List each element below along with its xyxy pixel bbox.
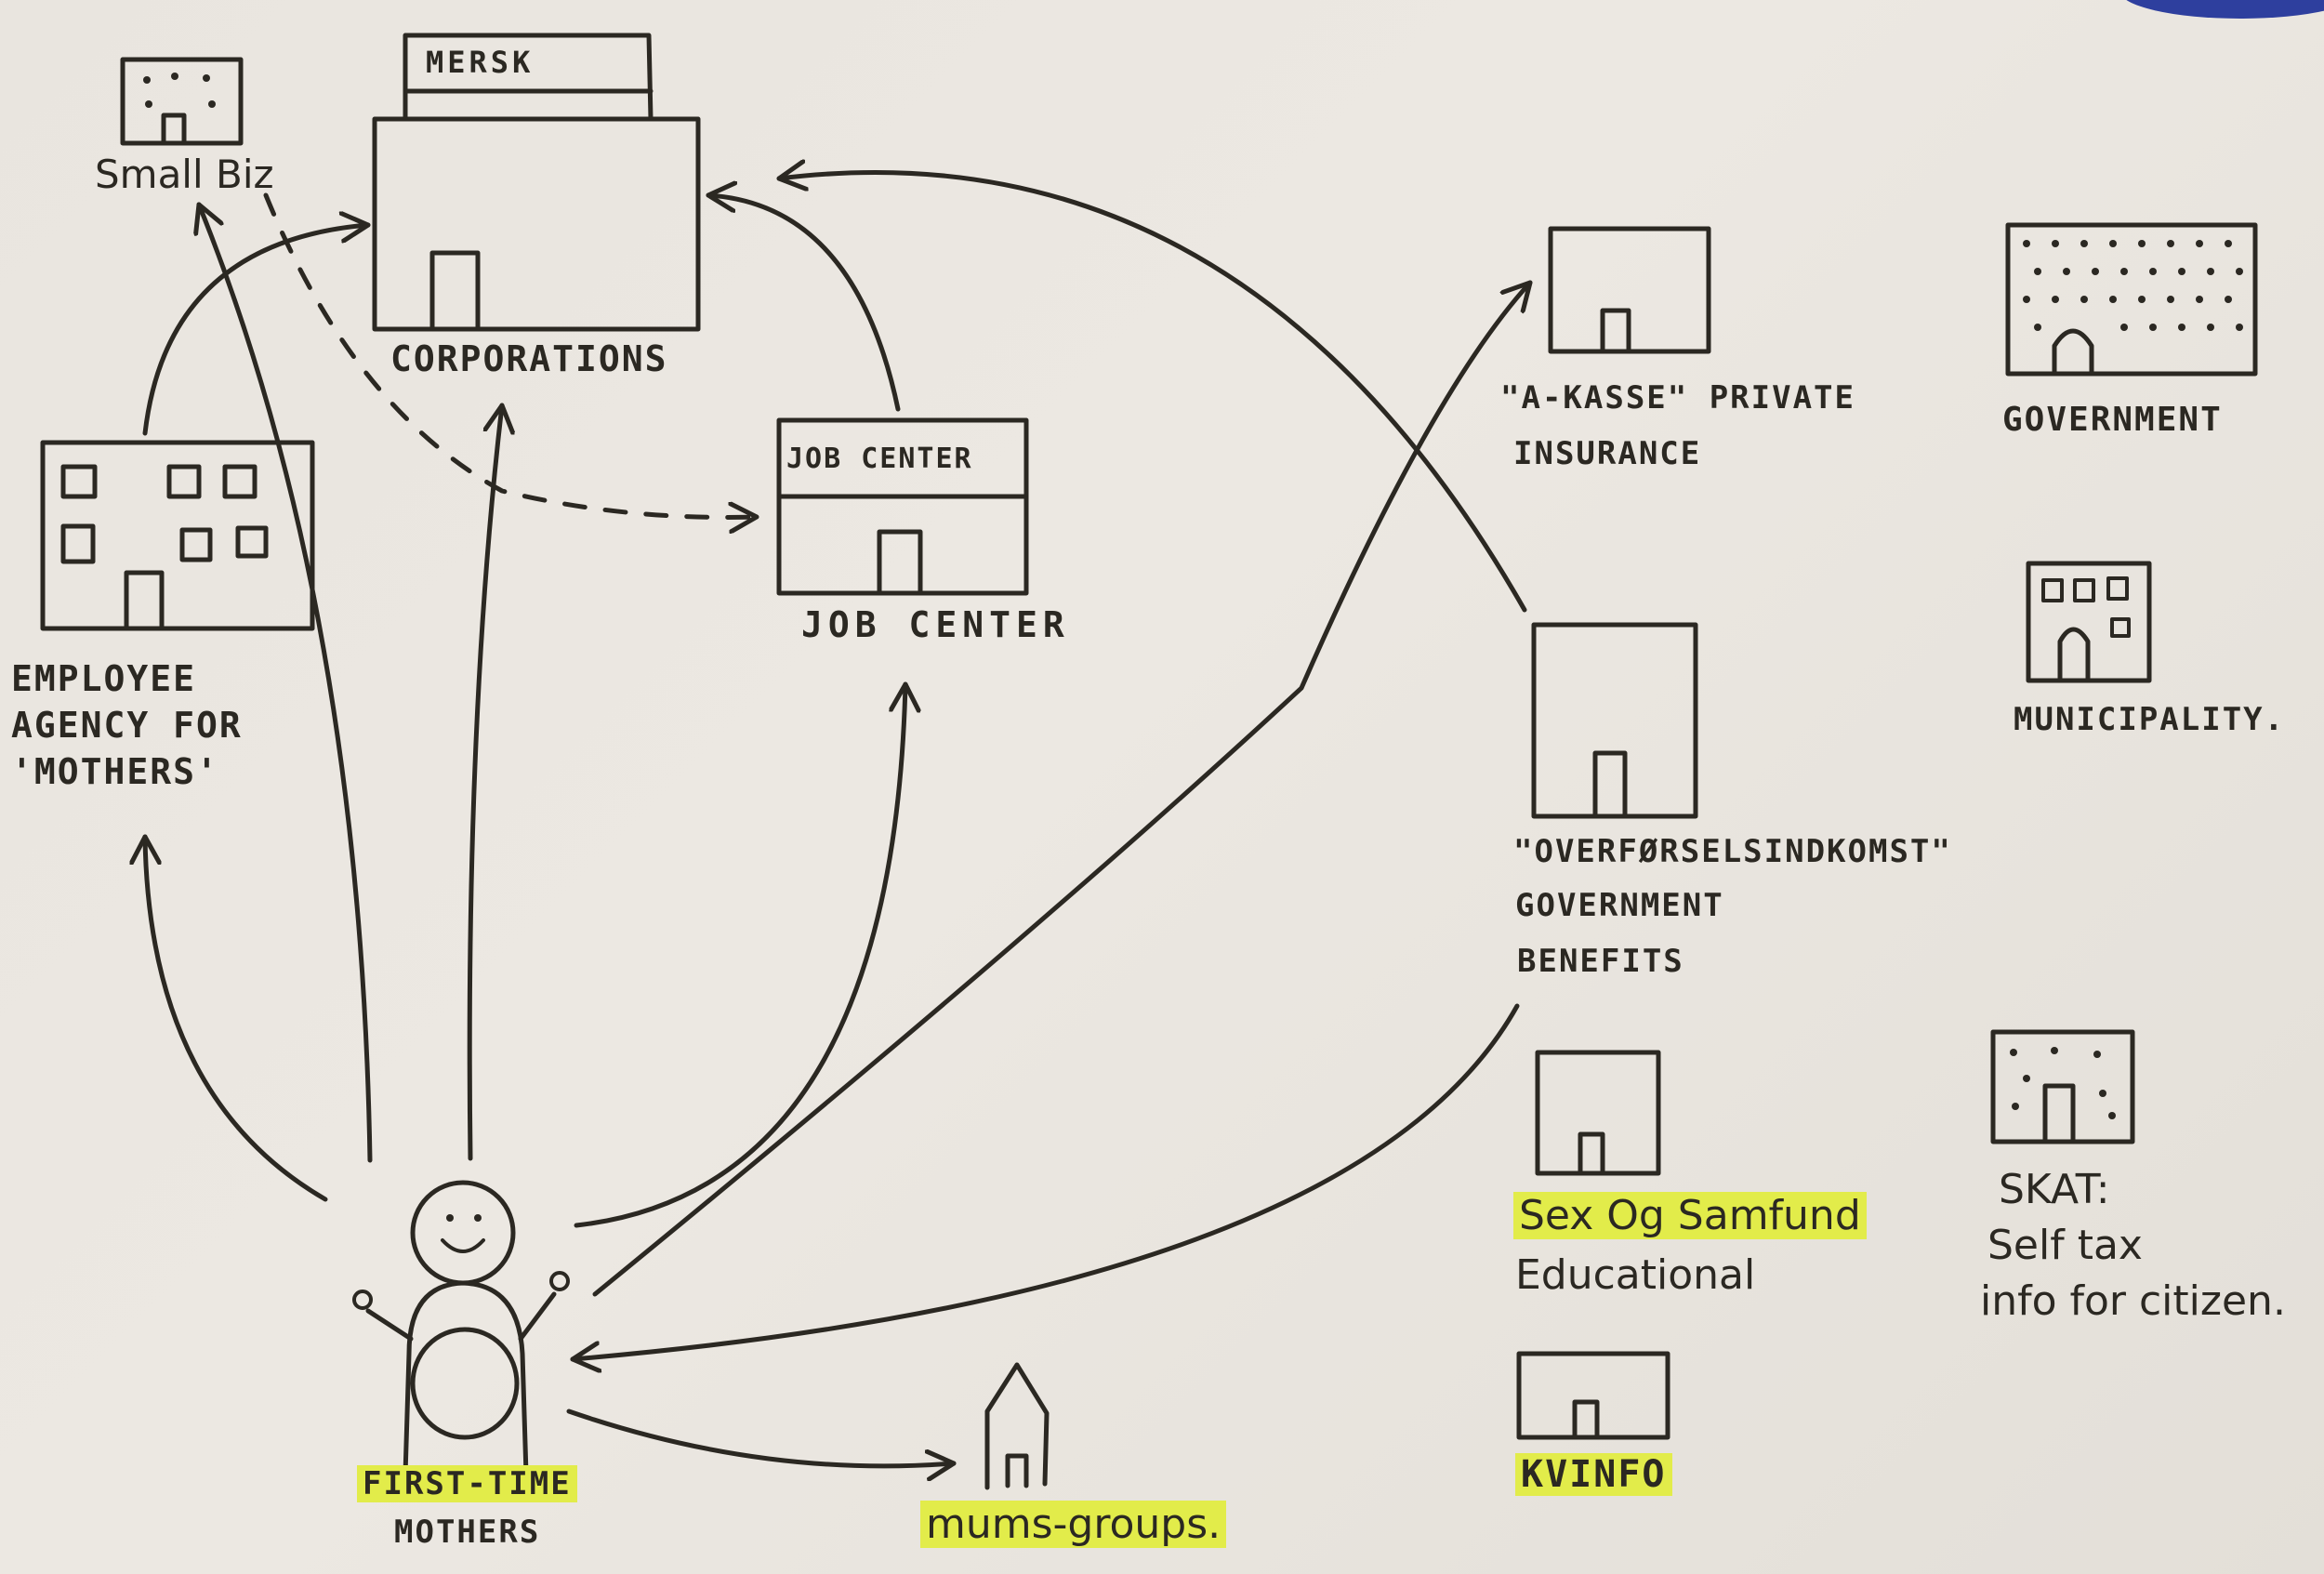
government-texture-dot xyxy=(2207,324,2214,331)
job-center-building-icon xyxy=(776,417,1029,596)
government-texture-dot xyxy=(2178,268,2185,275)
corporations-sign-text: MERSK xyxy=(426,45,535,80)
government-texture-dot xyxy=(2196,296,2203,303)
government-texture-dot xyxy=(2120,324,2128,331)
employee-agency-label-line-1: EMPLOYEE xyxy=(11,658,197,699)
first-time-mothers-label-line-2: MOTHERS xyxy=(394,1514,541,1551)
skat-label-line-3: info for citizen. xyxy=(1980,1277,2286,1325)
skat-label-line-1: SKAT: xyxy=(1999,1166,2110,1213)
mums-groups-label: mums-groups. xyxy=(920,1497,1227,1553)
government-texture-dot xyxy=(2080,240,2088,247)
corporations-label: CORPORATIONS xyxy=(390,338,668,379)
small-biz-label: Small Biz xyxy=(95,152,274,197)
government-texture-dot xyxy=(2109,240,2117,247)
government-texture-dot xyxy=(2149,324,2157,331)
a-kasse-building-icon xyxy=(1548,226,1711,354)
kvinfo-label: KVINFO xyxy=(1515,1452,1672,1497)
mums-groups-text: mums-groups. xyxy=(920,1501,1227,1548)
government-texture-dot xyxy=(2149,268,2157,275)
overforsels-building-icon xyxy=(1531,622,1698,819)
sex-og-samfund-text: Sex Og Samfund xyxy=(1513,1192,1867,1239)
government-texture-dot xyxy=(2167,296,2174,303)
first-time-mothers-label-line-1: FIRST-TIME xyxy=(357,1462,577,1506)
government-texture-dot xyxy=(2109,296,2117,303)
government-texture-dot xyxy=(2236,268,2243,275)
skat-building-icon xyxy=(1990,1029,2135,1144)
employee-agency-label-line-2: AGENCY FOR xyxy=(11,705,243,746)
small-biz-building-icon xyxy=(120,57,244,146)
government-texture-dot xyxy=(2225,240,2232,247)
government-texture-dot xyxy=(2023,296,2030,303)
relationship-arrows xyxy=(145,172,1533,1465)
sex-og-samfund-label: Sex Og Samfund xyxy=(1513,1188,1867,1244)
government-texture-dot xyxy=(2196,240,2203,247)
government-texture-dot xyxy=(2225,296,2232,303)
job-center-sign-text: JOB CENTER xyxy=(786,443,973,475)
government-texture-dot xyxy=(2092,268,2099,275)
government-texture-dot xyxy=(2034,268,2041,275)
corporations-building-icon xyxy=(372,33,701,332)
employee-agency-label-line-3: 'MOTHERS' xyxy=(11,751,219,792)
kvinfo-text: KVINFO xyxy=(1515,1453,1672,1496)
overforsels-label-line-2: GOVERNMENT xyxy=(1515,887,1724,924)
overforsels-label-line-3: BENEFITS xyxy=(1517,943,1684,980)
government-texture-dot xyxy=(2052,240,2059,247)
job-center-label: JOB CENTER xyxy=(801,604,1070,645)
government-texture-dot xyxy=(2034,324,2041,331)
overforsels-label-line-1: "OVERFØRSELSINDKOMST" xyxy=(1513,833,1952,870)
government-texture-dot xyxy=(2207,268,2214,275)
municipality-label: MUNICIPALITY. xyxy=(2014,701,2286,738)
first-time-mother-figure-icon xyxy=(352,1180,570,1477)
government-texture-dot xyxy=(2052,296,2059,303)
government-texture-dot xyxy=(2236,324,2243,331)
government-texture-dot xyxy=(2178,324,2185,331)
government-texture-dot xyxy=(2120,268,2128,275)
mums-groups-house-icon xyxy=(984,1362,1050,1490)
municipality-building-icon xyxy=(2026,561,2152,683)
government-building-icon xyxy=(2005,222,2258,377)
government-texture-dot xyxy=(2080,296,2088,303)
skat-label-line-2: Self tax xyxy=(1987,1222,2143,1269)
government-texture-dot xyxy=(2167,240,2174,247)
first-time-mothers-text-1: FIRST-TIME xyxy=(357,1465,577,1502)
sex-og-samfund-building-icon xyxy=(1535,1050,1661,1176)
government-texture-dot xyxy=(2063,268,2070,275)
a-kasse-label-line-2: INSURANCE xyxy=(1513,435,1702,472)
kvinfo-building-icon xyxy=(1516,1351,1670,1440)
government-texture-dot xyxy=(2023,240,2030,247)
government-texture-dot xyxy=(2138,296,2146,303)
government-label: GOVERNMENT xyxy=(2002,401,2223,439)
a-kasse-label-line-1: "A-KASSE" PRIVATE xyxy=(1500,379,1855,417)
government-texture-dot xyxy=(2138,240,2146,247)
sex-og-samfund-sub-label: Educational xyxy=(1515,1251,1756,1299)
employee-agency-building-icon xyxy=(40,440,315,631)
